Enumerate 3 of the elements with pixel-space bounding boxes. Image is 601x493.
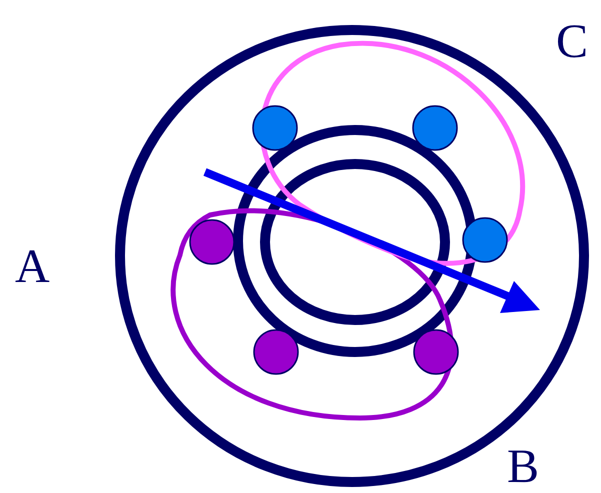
label: B	[507, 443, 540, 491]
label: A	[15, 243, 50, 291]
label: C	[556, 18, 588, 66]
